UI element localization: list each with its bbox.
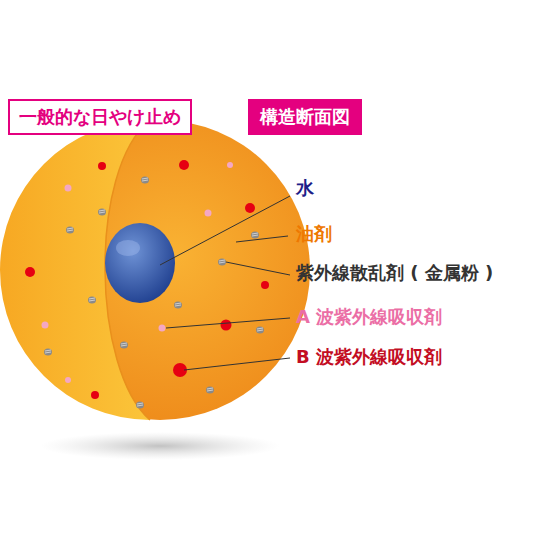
box-text: 構造断面図 bbox=[260, 105, 350, 129]
component-label: 油剤 bbox=[296, 223, 332, 245]
component-label: A 波紫外線吸収剤 bbox=[296, 306, 442, 328]
title-box: 一般的な日やけ止め bbox=[8, 99, 192, 135]
box-text: 一般的な日やけ止め bbox=[19, 105, 181, 129]
component-label: 水 bbox=[296, 177, 314, 199]
component-label: B 波紫外線吸収剤 bbox=[296, 346, 442, 368]
component-label: 紫外線散乱剤 ( 金属粉 ) bbox=[296, 262, 493, 284]
section-tag: 構造断面図 bbox=[248, 99, 362, 135]
